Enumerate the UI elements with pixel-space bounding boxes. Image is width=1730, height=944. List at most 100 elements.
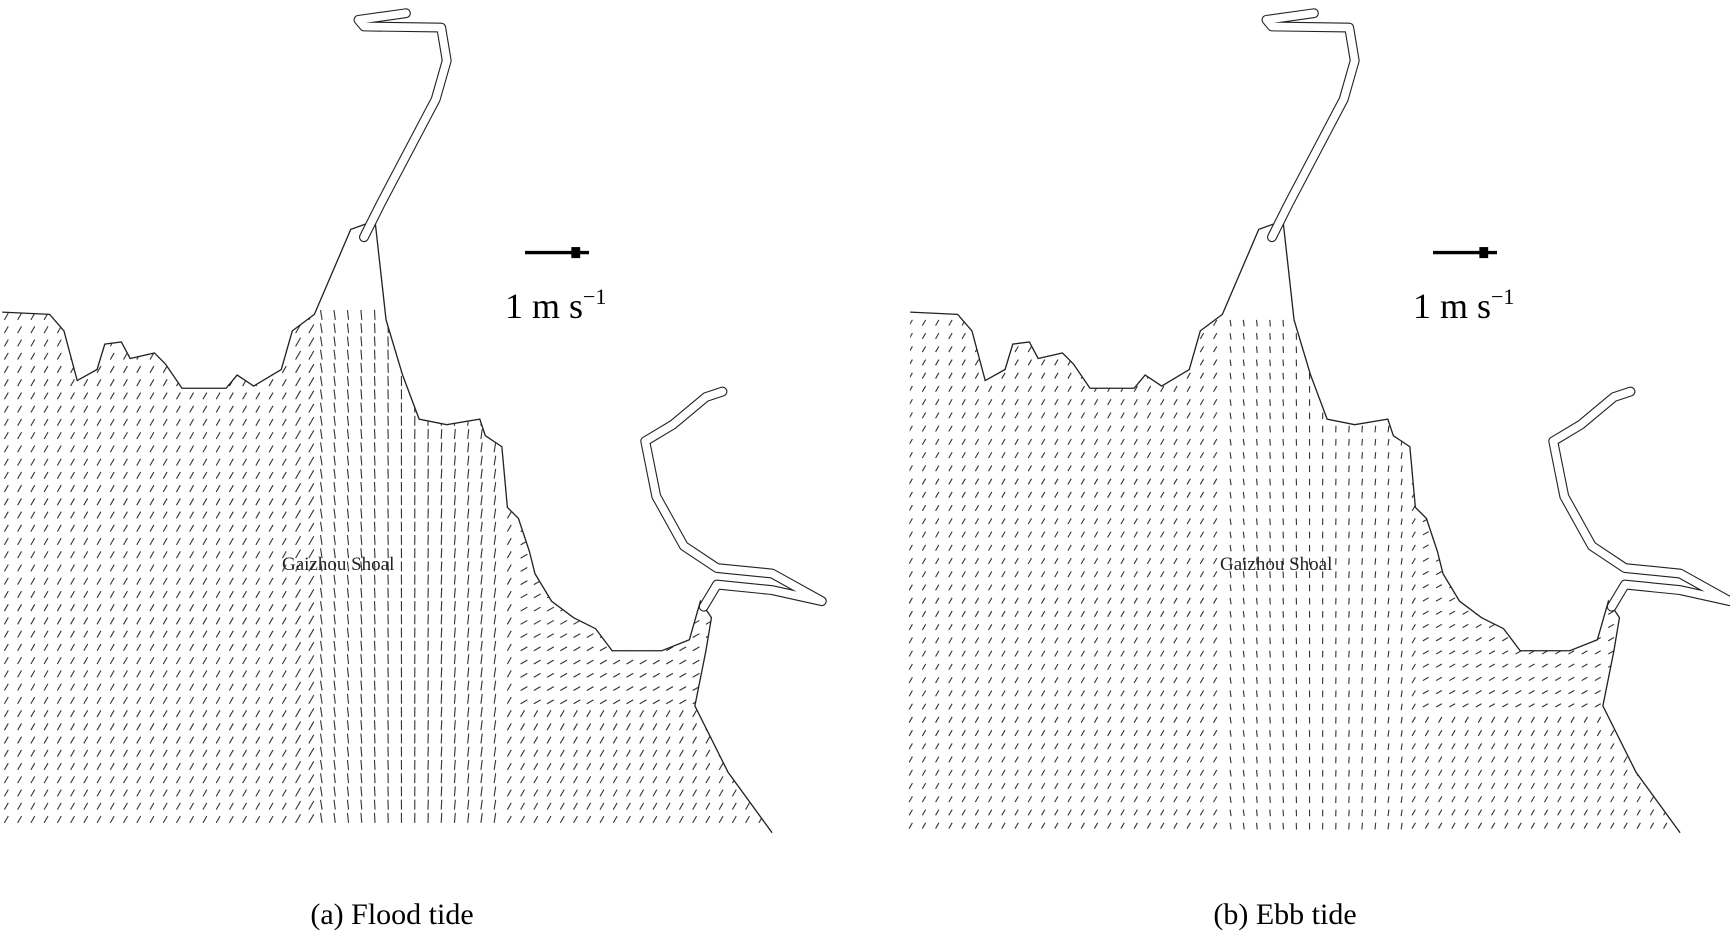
current-vector (149, 339, 155, 347)
current-vector (1596, 769, 1602, 776)
current-vector (921, 518, 927, 525)
current-vector (1515, 372, 1522, 377)
current-vector (612, 474, 621, 480)
current-vector (308, 575, 315, 585)
current-vector (1528, 372, 1535, 377)
current-vector (533, 593, 541, 599)
current-vector (1229, 505, 1232, 512)
current-vector (228, 670, 234, 678)
current-vector (732, 421, 740, 427)
current-vector (1027, 743, 1033, 750)
current-vector (573, 580, 581, 586)
current-vector (70, 749, 75, 757)
current-vector (1515, 584, 1522, 589)
current-vector (83, 564, 89, 572)
current-vector (480, 614, 483, 625)
current-vector (1146, 663, 1152, 671)
current-vector (1229, 584, 1232, 592)
current-vector (1067, 518, 1072, 525)
current-vector (692, 315, 700, 321)
current-vector (176, 445, 181, 453)
current-vector (83, 657, 89, 665)
current-vector (1120, 769, 1125, 776)
current-vector (665, 567, 674, 572)
current-vector (639, 567, 647, 572)
current-vector (1120, 399, 1125, 406)
current-vector (242, 670, 247, 678)
current-vector (573, 500, 581, 506)
current-vector (1199, 319, 1205, 326)
current-vector (1515, 663, 1522, 668)
current-vector (1107, 399, 1112, 406)
current-vector (1146, 703, 1152, 710)
current-vector (1093, 518, 1099, 525)
current-vector (1649, 769, 1655, 776)
current-vector (1530, 769, 1535, 776)
current-vector (1475, 663, 1482, 668)
current-vector (1242, 438, 1245, 446)
current-vector (467, 574, 470, 585)
current-vector (758, 723, 764, 731)
current-vector (3, 736, 9, 744)
current-vector (1541, 531, 1549, 536)
current-vector (692, 723, 698, 731)
current-vector (70, 458, 75, 466)
current-vector (123, 392, 128, 400)
current-vector (215, 564, 221, 572)
current-vector (43, 524, 49, 532)
current-vector (215, 458, 221, 466)
current-vector (1120, 716, 1125, 723)
current-vector (1107, 584, 1112, 591)
current-vector (493, 627, 497, 638)
current-vector (1186, 518, 1191, 525)
current-vector (1067, 557, 1072, 565)
current-vector (520, 447, 528, 453)
current-vector (162, 776, 168, 784)
current-vector (1541, 412, 1549, 417)
current-vector (3, 683, 9, 691)
current-vector (1027, 346, 1033, 353)
current-vector (30, 511, 36, 519)
current-vector (520, 802, 525, 810)
current-vector (176, 736, 181, 744)
current-vector (520, 686, 528, 691)
current-vector (493, 455, 497, 466)
current-vector (639, 527, 647, 533)
current-vector (718, 328, 727, 334)
current-vector (586, 553, 594, 559)
current-vector (1120, 332, 1125, 340)
current-vector (599, 672, 608, 678)
current-vector (215, 670, 221, 678)
current-vector (1229, 756, 1232, 764)
current-vector (30, 524, 36, 532)
current-vector (1160, 756, 1165, 763)
current-vector (43, 670, 49, 678)
current-vector (1475, 438, 1482, 443)
current-vector (96, 326, 102, 334)
current-vector (96, 365, 102, 374)
current-vector (586, 487, 594, 493)
current-vector (440, 667, 443, 678)
current-vector (1634, 517, 1641, 523)
current-vector (718, 461, 727, 466)
current-vector (123, 312, 128, 321)
current-vector (228, 696, 234, 704)
current-vector (1120, 637, 1125, 644)
current-vector (123, 339, 128, 347)
current-vector (1634, 491, 1641, 496)
current-vector (281, 524, 287, 532)
current-vector (1451, 782, 1456, 790)
current-vector (123, 537, 128, 546)
current-vector (1387, 663, 1390, 671)
current-vector (935, 557, 940, 565)
current-vector (758, 421, 766, 427)
current-vector (1054, 650, 1059, 657)
current-vector (440, 376, 443, 387)
current-vector (1014, 359, 1019, 366)
current-vector (333, 455, 336, 466)
current-vector (1374, 478, 1377, 486)
current-vector (1464, 809, 1469, 816)
current-vector (1422, 372, 1429, 377)
current-vector (1120, 796, 1125, 803)
current-vector (3, 696, 9, 704)
